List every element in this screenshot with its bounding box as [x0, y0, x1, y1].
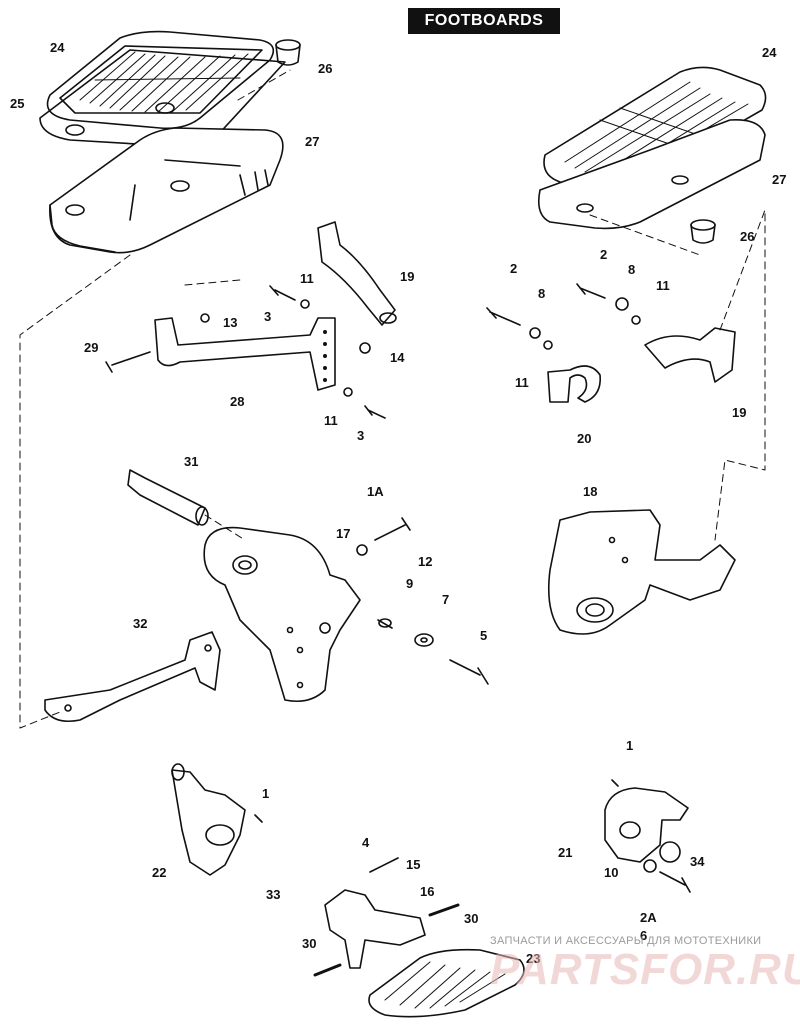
callout-2-b: 2	[600, 247, 607, 262]
callout-11-d: 11	[515, 375, 529, 390]
pivot-pin	[127, 469, 209, 526]
right-hook	[547, 365, 602, 403]
callout-33: 33	[266, 887, 280, 902]
callout-34: 34	[690, 854, 705, 869]
callout-11-c: 11	[656, 278, 670, 293]
callout-19-right: 19	[732, 405, 746, 420]
callout-1-left: 1	[262, 786, 269, 801]
callout-16: 16	[420, 884, 434, 899]
callout-13: 13	[223, 315, 237, 330]
callout-25: 25	[10, 96, 24, 111]
callout-24-left: 24	[50, 40, 65, 55]
callout-29: 29	[84, 340, 98, 355]
right-mount-bracket	[547, 509, 736, 635]
callout-11-b: 11	[324, 413, 338, 428]
callout-17: 17	[336, 526, 350, 541]
callout-1A: 1A	[367, 484, 384, 499]
callout-8-a: 8	[538, 286, 545, 301]
callout-1-right: 1	[626, 738, 633, 753]
left-support-arm	[317, 221, 396, 326]
callout-20: 20	[577, 431, 591, 446]
callout-3-b: 3	[357, 428, 364, 443]
callout-3-a: 3	[264, 309, 271, 324]
callout-6: 6	[640, 928, 647, 943]
callout-28: 28	[230, 394, 244, 409]
grommet-right	[690, 219, 716, 244]
callout-8-b: 8	[628, 262, 635, 277]
callout-24-right: 24	[762, 45, 777, 60]
grommet-left	[275, 39, 301, 66]
callout-labels: 24 26 25 27 24 27 26 19 11 3 13 29 14 28…	[10, 40, 786, 966]
callout-31: 31	[184, 454, 198, 469]
callout-4: 4	[362, 835, 370, 850]
main-mount-bracket	[203, 526, 361, 703]
bottom-footpeg-assembly	[324, 889, 525, 1018]
callout-18: 18	[583, 484, 597, 499]
lower-pivot-22	[171, 763, 246, 876]
callout-27-right: 27	[772, 172, 786, 187]
callout-12: 12	[418, 554, 432, 569]
callout-22: 22	[152, 865, 166, 880]
callout-10: 10	[604, 865, 618, 880]
callout-32: 32	[133, 616, 147, 631]
callout-26-left: 26	[318, 61, 332, 76]
lower-pivot-21	[604, 787, 689, 863]
right-footboard-pad	[543, 66, 767, 190]
callout-9: 9	[406, 576, 413, 591]
right-support-arm	[644, 327, 736, 383]
lower-brace-32	[44, 631, 221, 723]
callout-27-left: 27	[305, 134, 319, 149]
diagram-title: FOOTBOARDS	[408, 8, 560, 34]
callout-19-left: 19	[400, 269, 414, 284]
callout-2A: 2A	[640, 910, 657, 925]
callout-11-a: 11	[300, 271, 314, 286]
callout-15: 15	[406, 857, 420, 872]
left-lever-bracket	[154, 317, 336, 391]
callout-26-right: 26	[740, 229, 754, 244]
callout-2-a: 2	[510, 261, 517, 276]
callout-30-left: 30	[302, 936, 316, 951]
watermark-logo: PARTSFOR.RU	[490, 945, 800, 994]
right-footboard-base	[537, 118, 766, 230]
callout-14: 14	[390, 350, 405, 365]
callout-30-right: 30	[464, 911, 478, 926]
watermark-caption: ЗАПЧАСТИ И АКСЕССУАРЫ ДЛЯ МОТОТЕХНИКИ	[490, 935, 762, 947]
left-footboard-pad	[46, 30, 275, 130]
callout-23: 23	[526, 951, 540, 966]
left-footboard-base	[49, 127, 284, 254]
callout-5: 5	[480, 628, 487, 643]
callout-7: 7	[442, 592, 449, 607]
callout-21: 21	[558, 845, 572, 860]
